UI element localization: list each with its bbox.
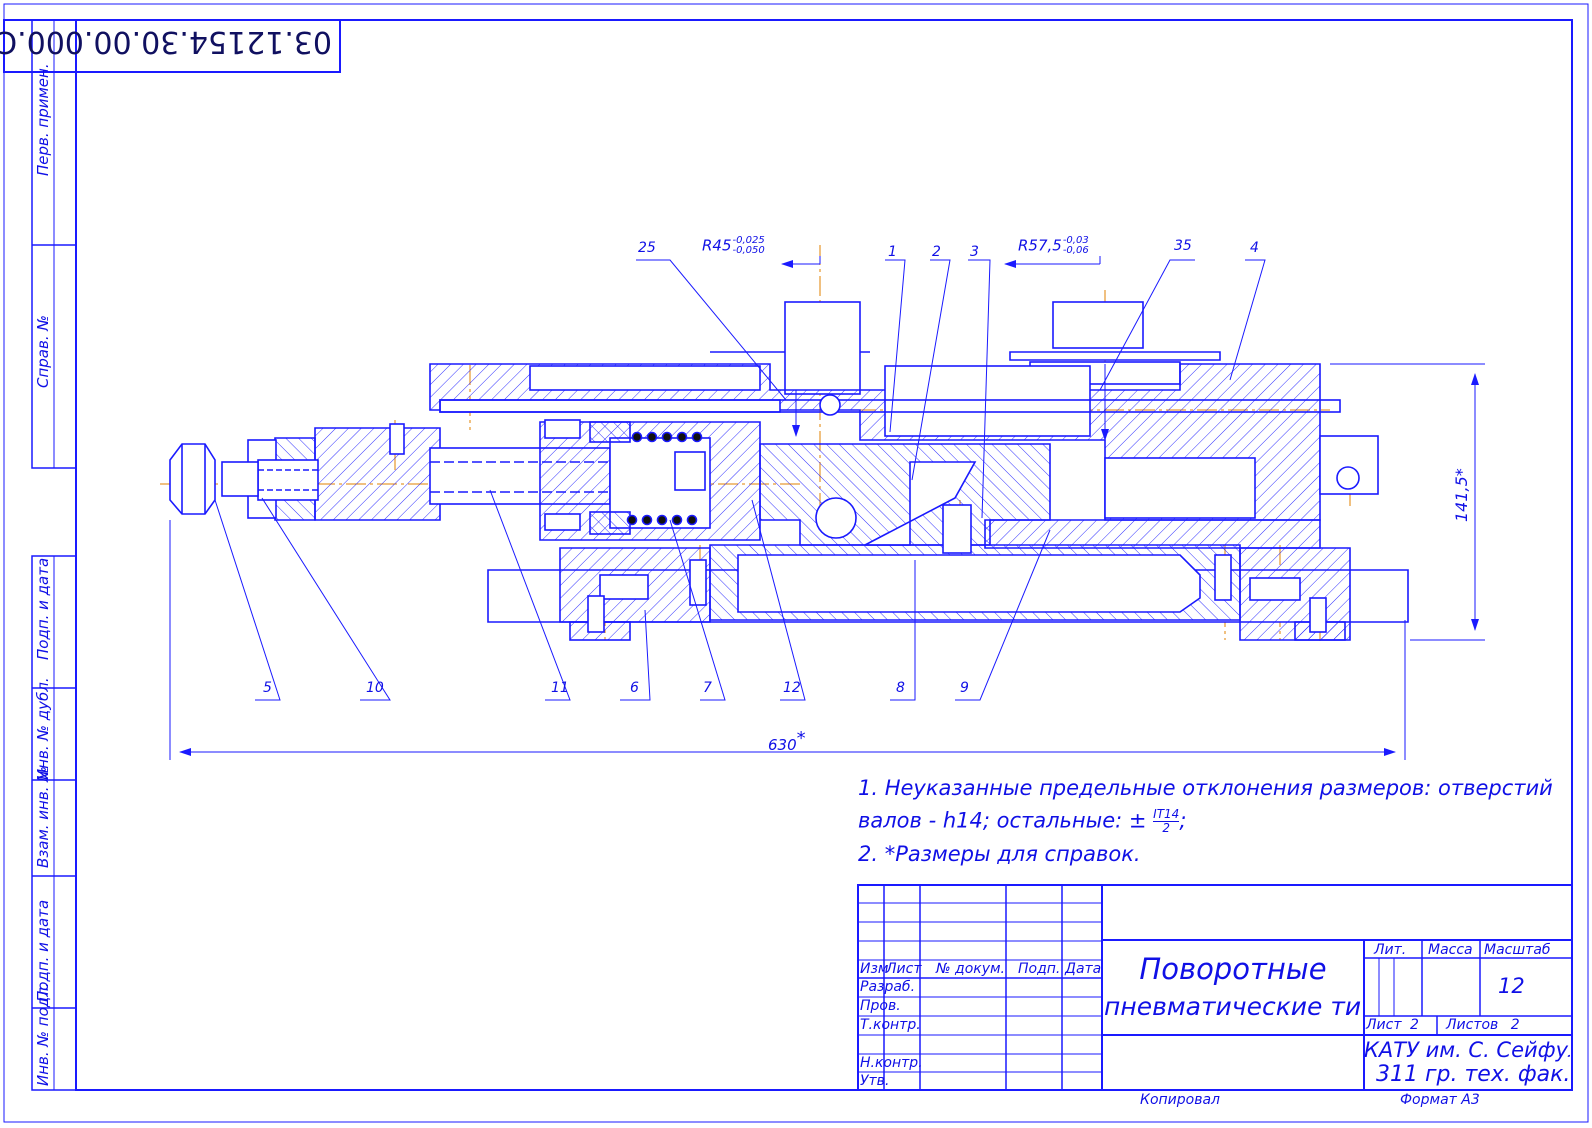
assembly-section [169, 301, 1409, 641]
part-number: 12 [783, 680, 801, 696]
part-number: 1 [888, 244, 897, 260]
note-line-3: 2. *Размеры для справок. [858, 842, 1141, 866]
tb-lit-label: Лит. [1374, 942, 1407, 958]
tb-sheets-label: Листов [1446, 1017, 1499, 1033]
dimension-lines [169, 256, 1485, 760]
drawing-code-box [3, 19, 341, 73]
outer-border [3, 3, 1589, 1123]
dim-r45-lower: -0,050 [732, 245, 765, 256]
left-side-strip [31, 19, 77, 1091]
drawing-code: 03.12154.30.00.000.СБ [0, 24, 332, 59]
part-number: 9 [960, 680, 969, 696]
tb-sheets-total: 2 [1510, 1017, 1520, 1033]
tb-header-doc-no: № докум. [936, 961, 1006, 977]
tb-role: Утв. [860, 1073, 890, 1089]
tb-role: Пров. [860, 998, 901, 1014]
dim-r57: R57,5 -0,03 -0,06 [1018, 236, 1089, 256]
title-block-grid [857, 884, 1573, 1091]
note-line-2-end: ; [1179, 808, 1187, 833]
tb-sheet-no: 2 [1409, 1017, 1419, 1033]
tb-masshtab-label: Масштаб [1484, 942, 1551, 958]
main-frame [75, 19, 1573, 1091]
side-label-podp-data-1: Подп. и дата [34, 557, 52, 660]
tb-org-line-2: 311 гр. тех. фак. [1376, 1062, 1571, 1087]
note-line-1: 1. Неуказанные предельные отклонения раз… [858, 776, 1553, 800]
part-number: 10 [366, 680, 384, 696]
dim-length: 630* [768, 728, 806, 754]
tb-title-line-2: пневматические тиски [1104, 992, 1362, 1021]
tb-format: Формат А3 [1400, 1092, 1480, 1108]
tb-sheet-label: Лист [1366, 1017, 1402, 1033]
side-label-sprav-no: Справ. № [34, 315, 52, 388]
leader-lines [214, 259, 1266, 701]
part-number: 35 [1174, 238, 1192, 254]
dim-r57-lower: -0,06 [1062, 245, 1089, 256]
tb-massa-label: Масса [1428, 942, 1473, 958]
dim-length-value: 630 [768, 736, 797, 754]
part-number: 6 [630, 680, 639, 696]
tb-role: Т.контр. [860, 1017, 921, 1033]
dim-r57-upper: -0,03 [1062, 235, 1089, 246]
note-fraction-bottom: 2 [1162, 821, 1171, 835]
part-number: 25 [638, 240, 656, 256]
tb-header-izm: Изм [860, 961, 889, 977]
tb-org-line-1: КАТУ им. С. Сейфуллина [1364, 1038, 1570, 1062]
tb-header-list: Лист [886, 961, 922, 977]
note-line-2: валов - h14; остальные: ± IT14 2 ; [858, 808, 1186, 835]
dim-r45-value: R45 [702, 236, 732, 255]
side-label-vzam-inv: Взам. инв. № [34, 766, 52, 868]
dim-r45: R45 -0,025 -0,050 [702, 236, 765, 256]
note-line-2-start: валов - h14; остальные: ± [858, 808, 1147, 833]
dim-r45-upper: -0,025 [732, 235, 765, 246]
tb-header-podp: Подп. [1018, 961, 1061, 977]
tb-scale-value: 12 [1498, 974, 1525, 998]
dim-length-star: * [796, 728, 806, 749]
tb-sheets: Листов 2 [1446, 1017, 1520, 1033]
part-number: 2 [932, 244, 941, 260]
tb-title-line-1: Поворотные [1139, 952, 1327, 986]
part-number: 8 [896, 680, 905, 696]
part-number: 7 [703, 680, 712, 696]
side-label-inv-dubl: Инв. № дубл. [34, 677, 52, 780]
part-number: 5 [263, 680, 272, 696]
dim-r57-value: R57,5 [1018, 236, 1062, 255]
side-label-inv-podl: Инв. № подл. [34, 982, 52, 1086]
part-number: 3 [970, 244, 979, 260]
side-label-perv-primen: Перв. примен. [34, 63, 52, 176]
tb-kopiroval: Копировал [1140, 1092, 1220, 1108]
tb-sheet: Лист 2 [1366, 1017, 1419, 1033]
part-number: 4 [1250, 240, 1259, 256]
tb-header-data: Дата [1065, 961, 1102, 977]
tb-role: Разраб. [860, 979, 916, 995]
tb-role: Н.контр. [860, 1055, 923, 1071]
part-number: 11 [551, 680, 569, 696]
dim-height: 141,5* [1452, 468, 1471, 522]
note-fraction-top: IT14 [1153, 807, 1180, 822]
